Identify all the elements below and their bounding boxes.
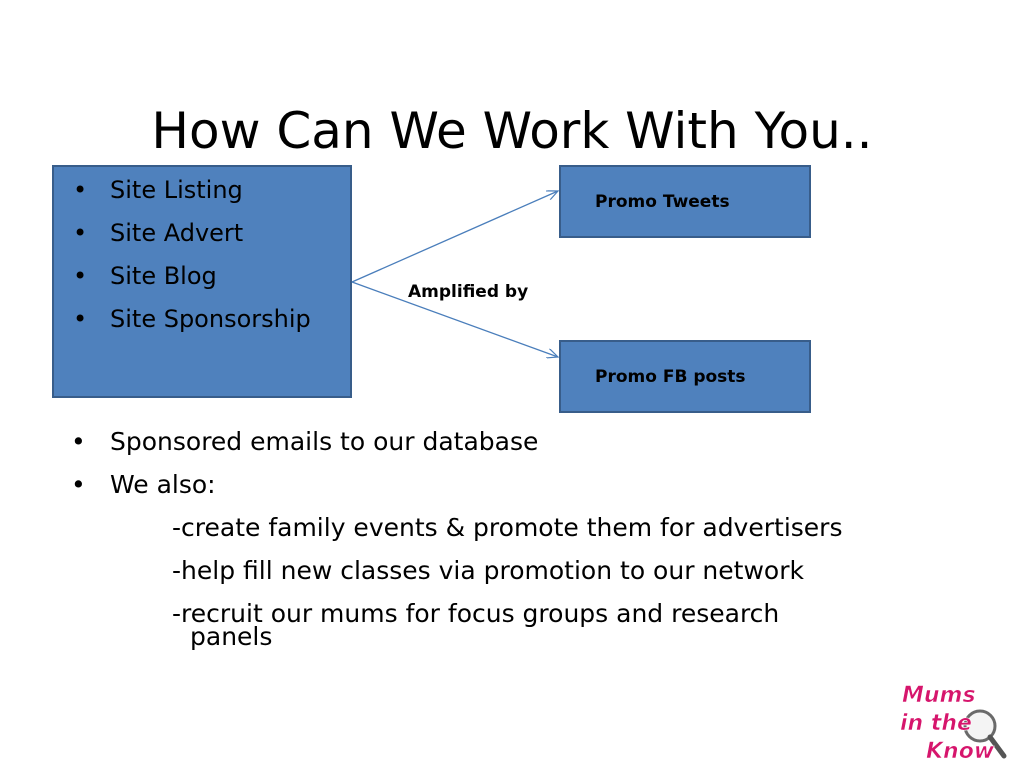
bullet-list: Sponsored emails to our database We also… [68,420,538,506]
magnifying-glass-icon [963,709,1007,759]
slide-title: How Can We Work With You.. [151,101,873,160]
list-item: Site Advert [70,212,311,255]
amplified-label: Amplified by [408,282,529,302]
list-item: Site Blog [70,255,311,298]
sub-item: -create family events & promote them for… [172,513,843,542]
sub-list: -create family events & promote them for… [172,506,972,649]
logo-text-line1: Mums [902,683,976,708]
promo-tweets-box: Promo Tweets [559,165,811,238]
promo-fb-label: Promo FB posts [595,366,746,387]
logo-text-line2: in the [900,711,972,736]
arrow-to-tweets [351,191,558,283]
mums-in-the-know-logo: Mums in the Know [900,683,1007,762]
sub-item-continuation: panels [190,622,273,651]
list-item: Site Sponsorship [70,298,311,341]
logo-text-line3: Know [926,739,995,762]
list-item: Site Listing [70,169,311,212]
services-box: Site Listing Site Advert Site Blog Site … [52,165,352,398]
promo-tweets-label: Promo Tweets [595,191,730,212]
sub-item: -recruit our mums for focus groups and r… [172,599,780,628]
services-list: Site Listing Site Advert Site Blog Site … [70,169,311,341]
list-item: We also: [68,463,538,506]
list-item: Sponsored emails to our database [68,420,538,463]
arrow-to-fb [351,281,558,357]
sub-item: -help fill new classes via promotion to … [172,556,804,585]
promo-fb-box: Promo FB posts [559,340,811,413]
